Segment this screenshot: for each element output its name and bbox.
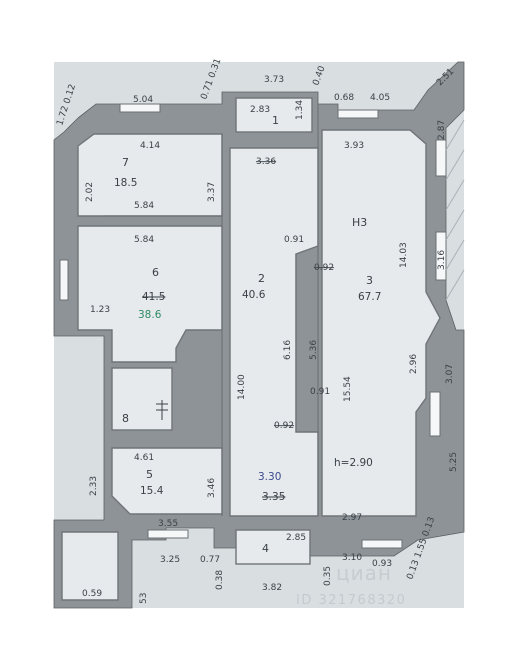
room-7-dim-right: 3.37 (207, 182, 217, 202)
watermark-id: ID 321768320 (296, 593, 406, 608)
room-4-number: 4 (262, 542, 269, 555)
room-5-number: 5 (146, 468, 153, 481)
room-3-dim-top: 3.93 (344, 141, 364, 151)
room-2-dim-1400: 14.00 (237, 374, 247, 400)
room-7-dim-top: 4.14 (140, 141, 160, 151)
room-4-dim: 2.85 (286, 533, 306, 543)
label-bottom-0-93: 0.93 (372, 559, 392, 569)
room-7-area: 18.5 (114, 177, 137, 189)
label-top-4-05: 4.05 (370, 93, 390, 103)
room-2-area: 40.6 (242, 289, 266, 301)
label-top-3-73: 3.73 (264, 75, 284, 85)
room-5-dim-left: 2.33 (89, 476, 99, 496)
room-3-dim-091: 0.91 (310, 387, 330, 397)
room-5-dim-right: 3.46 (207, 478, 217, 498)
room-1-dim-b: 1.34 (295, 100, 305, 120)
watermark-brand: циан (336, 561, 392, 585)
room-6-number: 6 (152, 266, 159, 279)
room-3-dim-536: 5.36 (309, 340, 319, 360)
room-7-dim-left: 2.02 (85, 182, 95, 202)
room-7-dim-bottom: 5.84 (134, 201, 154, 211)
room-8 (111, 367, 173, 431)
room-3-dim-296: 2.96 (409, 354, 419, 374)
room-8-fixture (156, 400, 168, 420)
room-3-number: 3 (366, 274, 373, 287)
room-8-number: 8 (122, 412, 129, 425)
room-6-dim-top: 5.84 (134, 235, 154, 245)
inner-walls (104, 104, 319, 516)
label-bottom-0-35: 0.35 (323, 566, 333, 586)
label-bottom-0-59: 0.59 (82, 589, 102, 599)
room-3-code: Н3 (352, 216, 367, 229)
room-5-area: 15.4 (140, 485, 164, 497)
room-3-dim-1554: 15.54 (343, 376, 353, 402)
label-bottom-0-77: 0.77 (200, 555, 220, 565)
room-4 (235, 529, 311, 565)
room-5-dim-top: 4.61 (134, 453, 154, 463)
label-top-0-68: 0.68 (334, 93, 354, 103)
room-2-dim-092: 0.92 (274, 421, 294, 431)
room-2-dim-top: 3.36 (256, 157, 276, 167)
label-right-2-87: 2.87 (437, 120, 447, 140)
room-6-dim-left: 1.23 (90, 305, 110, 315)
height-label: h=2.90 (334, 457, 373, 469)
label-bottom-0-38: 0.38 (215, 570, 225, 590)
room-7-number: 7 (122, 156, 129, 169)
label-outer-top-row: 5.04 (133, 95, 153, 105)
room-2-number: 2 (258, 272, 265, 285)
windows (59, 103, 447, 549)
room-6-area: 38.6 (138, 309, 162, 321)
room-1-number: 1 (272, 114, 279, 127)
label-right-3-16: 3.16 (437, 250, 447, 270)
corridor-value-new: 3.30 (258, 471, 281, 483)
room-2-dim-616: 6.16 (283, 340, 293, 360)
label-bottom-3-10: 3.10 (342, 553, 362, 563)
bay-hatch (445, 119, 465, 301)
room-6-area-old: 41.5 (142, 291, 165, 303)
room-3 (321, 129, 441, 517)
label-bottom-3-25: 3.25 (160, 555, 180, 565)
room-1 (235, 97, 313, 133)
label-bottom-53: 53 (139, 593, 149, 604)
room-3-dim-bottom: 2.97 (342, 513, 362, 523)
room-3-area: 67.7 (358, 291, 381, 303)
label-right-3-07: 3.07 (445, 364, 455, 384)
label-bottom-3-82: 3.82 (262, 583, 282, 593)
corridor-value-old: 3.35 (262, 491, 285, 503)
room-5 (111, 447, 223, 515)
room-5-dim-bottom: 3.55 (158, 519, 178, 529)
room-lower-left (61, 531, 119, 601)
room-1-dim-a: 2.83 (250, 105, 270, 115)
room-3-dim-092: 0.92 (314, 263, 334, 273)
room-2-dim-091: 0.91 (284, 235, 304, 245)
label-right-5-25: 5.25 (449, 452, 459, 472)
room-3-dim-1403: 14.03 (399, 242, 409, 268)
